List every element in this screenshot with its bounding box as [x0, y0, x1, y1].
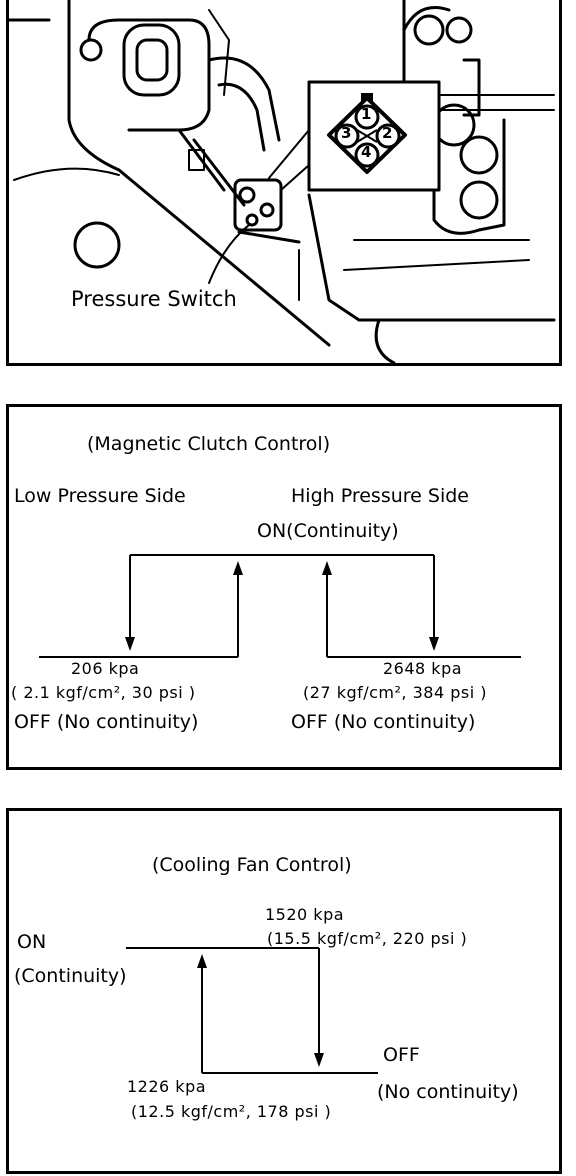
fan-lower-units: (12.5 kgf/cm², 178 psi ) [131, 1102, 332, 1121]
magnetic-clutch-control-panel: (Magnetic Clutch Control) Low Pressure S… [6, 404, 562, 770]
low-value-label: 206 kpa [71, 659, 140, 678]
arrow-up-icon [322, 561, 332, 575]
low-units-label: ( 2.1 kgf/cm², 30 psi ) [11, 683, 196, 702]
high-value-label: 2648 kpa [383, 659, 463, 678]
fan-lower-value: 1226 kpa [127, 1077, 207, 1096]
low-off-label: OFF (No continuity) [14, 711, 199, 733]
fan-upper-value: 1520 kpa [265, 905, 345, 924]
cooling-fan-control-panel: (Cooling Fan Control) 1520 kpa (15.5 kgf… [6, 808, 562, 1174]
fan-on-label: ON [17, 931, 47, 953]
clutch-title: (Magnetic Clutch Control) [87, 433, 331, 455]
pin-label-3: 3 [341, 124, 352, 142]
fan-on-sub-label: (Continuity) [14, 965, 127, 987]
pin-label-1: 1 [361, 105, 372, 123]
arrow-up-icon [197, 954, 207, 968]
fan-upper-units: (15.5 kgf/cm², 220 psi ) [267, 929, 468, 948]
pin-label-2: 2 [382, 124, 393, 142]
fan-hysteresis-diagram [126, 947, 378, 1074]
engine-bay-drawing [9, 0, 556, 363]
pressure-switch-illustration-panel: 1 2 3 4 Pressure Switch [6, 0, 562, 366]
low-pressure-side-label: Low Pressure Side [14, 485, 186, 507]
arrow-down-icon [314, 1053, 324, 1067]
arrow-down-icon [125, 637, 135, 651]
pressure-switch-callout: Pressure Switch [71, 287, 237, 311]
arrow-up-icon [233, 561, 243, 575]
high-off-label: OFF (No continuity) [291, 711, 476, 733]
fan-title: (Cooling Fan Control) [152, 854, 352, 876]
arrow-down-icon [429, 637, 439, 651]
high-pressure-side-label: High Pressure Side [291, 485, 469, 507]
fan-off-sub-label: (No continuity) [377, 1081, 519, 1103]
clutch-on-label: ON(Continuity) [257, 520, 399, 542]
connector-pin-diagram [327, 93, 407, 174]
pin-label-4: 4 [361, 143, 372, 161]
fan-off-label: OFF [383, 1044, 420, 1066]
high-units-label: (27 kgf/cm², 384 psi ) [303, 683, 487, 702]
clutch-hysteresis-diagram [39, 554, 521, 658]
